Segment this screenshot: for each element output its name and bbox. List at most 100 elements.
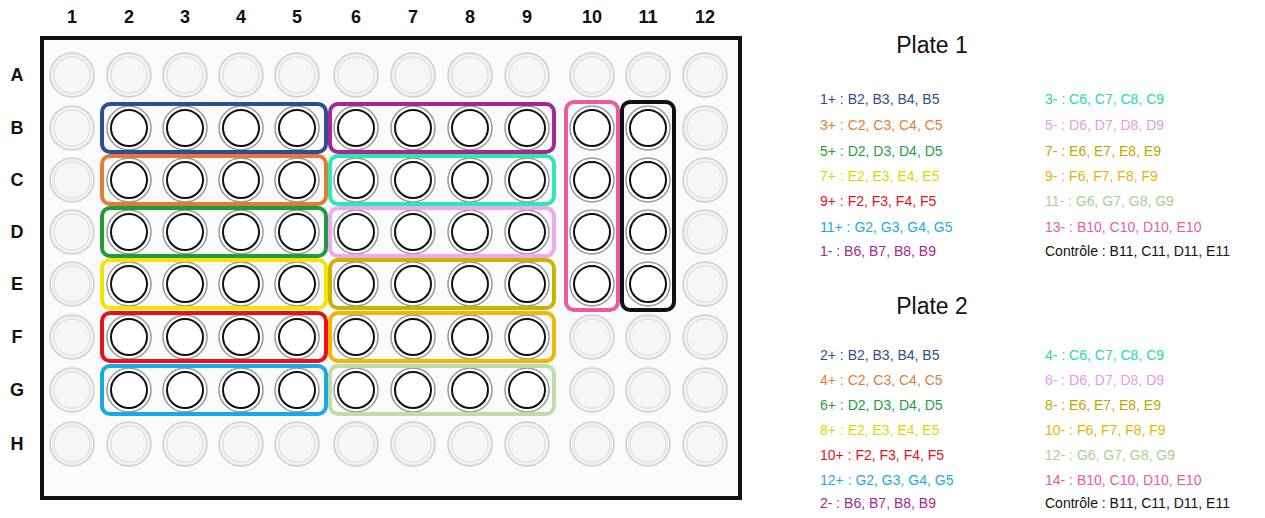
column-number: 1 xyxy=(67,8,77,26)
legend-text: 8+ : E2, E3, E4, E5 xyxy=(820,422,939,438)
legend-text: 1- : B6, B7, B8, B9 xyxy=(820,243,936,259)
legend-entry: 10+ : F2, F3, F4, F5 xyxy=(820,448,944,463)
legend-color: 4- : C6, C7, C8, C9 xyxy=(1045,347,1164,363)
row-letter: H xyxy=(11,435,24,453)
legend-color: 3+ : C2, C3, C4, C5 xyxy=(820,117,943,133)
column-number: 4 xyxy=(236,8,246,26)
legend-text: 12- : G6, G7, G8, G9 xyxy=(1045,447,1175,463)
legend-text: 10- : F6, F7, F8, F9 xyxy=(1045,422,1166,438)
legend-color: 9+ : F2, F3, F4, F5 xyxy=(820,193,936,209)
legend-color: 1+ : B2, B3, B4, B5 xyxy=(820,91,939,107)
legend-color: 10+ : F2, F3, F4, F5 xyxy=(820,447,944,463)
legend-text: 12+ : G2, G3, G4, G5 xyxy=(820,472,953,488)
legend-entry: 2- : B6, B7, B8, B9 xyxy=(820,496,936,511)
row-letter: C xyxy=(11,171,24,189)
legend-entry: 5+ : D2, D3, D4, D5 xyxy=(820,144,943,159)
legend-text: 9- : F6, F7, F8, F9 xyxy=(1045,168,1158,184)
legend-entry: Contrôle : B11, C11, D11, E11 xyxy=(1045,496,1230,511)
legend-text: 6+ : D2, D3, D4, D5 xyxy=(820,397,943,413)
legend-entry: 4+ : C2, C3, C4, C5 xyxy=(820,373,943,388)
column-number: 2 xyxy=(124,8,134,26)
column-number: 6 xyxy=(351,8,361,26)
legend-text: 8- : E6, E7, E8, E9 xyxy=(1045,397,1161,413)
legend-text: 11- : G6, G7, G8, G9 xyxy=(1045,193,1174,209)
legend-entry: 2+ : B2, B3, B4, B5 xyxy=(820,348,939,363)
legend-entry: 6+ : D2, D3, D4, D5 xyxy=(820,398,943,413)
legend-entry: 7- : E6, E7, E8, E9 xyxy=(1045,144,1161,159)
legend-color: 6+ : D2, D3, D4, D5 xyxy=(820,397,943,413)
legend-color: 5+ : D2, D3, D4, D5 xyxy=(820,143,943,159)
column-number: 9 xyxy=(522,8,532,26)
legend-color: 2- : B6, B7, B8, B9 xyxy=(820,495,936,511)
legend-entry: 12- : G6, G7, G8, G9 xyxy=(1045,448,1175,463)
legend-color: 14- : B10, C10, D10, E10 xyxy=(1045,472,1201,488)
legend-entry: 10- : F6, F7, F8, F9 xyxy=(1045,423,1166,438)
legend-text: 5+ : D2, D3, D4, D5 xyxy=(820,143,943,159)
row-letter: A xyxy=(11,66,24,84)
legend-text: 13- : B10, C10, D10, E10 xyxy=(1045,219,1201,235)
legend-color: Contrôle : B11, C11, D11, E11 xyxy=(1045,243,1230,259)
legend-entry: 1- : B6, B7, B8, B9 xyxy=(820,244,936,259)
column-number: 5 xyxy=(292,8,302,26)
legend-color: 5- : D6, D7, D8, D9 xyxy=(1045,117,1164,133)
row-letter: E xyxy=(11,275,23,293)
legend-color: 6- : D6, D7, D8, D9 xyxy=(1045,372,1164,388)
row-letter: G xyxy=(10,381,24,399)
legend-entry: 3+ : C2, C3, C4, C5 xyxy=(820,118,943,133)
legend-text: 10+ : F2, F3, F4, F5 xyxy=(820,447,944,463)
legend-color: 7- : E6, E7, E8, E9 xyxy=(1045,143,1161,159)
legend-text: 6- : D6, D7, D8, D9 xyxy=(1045,372,1164,388)
legend-text: 5- : D6, D7, D8, D9 xyxy=(1045,117,1164,133)
legend-entry: 1+ : B2, B3, B4, B5 xyxy=(820,92,939,107)
legend-color: 9- : F6, F7, F8, F9 xyxy=(1045,168,1158,184)
legend-color: 2+ : B2, B3, B4, B5 xyxy=(820,347,939,363)
legend-text: 2- : B6, B7, B8, B9 xyxy=(820,495,936,511)
legend-color: 4+ : C2, C3, C4, C5 xyxy=(820,372,943,388)
legend-entry: Contrôle : B11, C11, D11, E11 xyxy=(1045,244,1230,259)
legend-text: 2+ : B2, B3, B4, B5 xyxy=(820,347,939,363)
legend-entry: 12+ : G2, G3, G4, G5 xyxy=(820,473,953,488)
legend-text: 7+ : E2, E3, E4, E5 xyxy=(820,168,939,184)
plate-title: Plate 1 xyxy=(896,34,968,57)
legend-color: 7+ : E2, E3, E4, E5 xyxy=(820,168,939,184)
legend-color: Contrôle : B11, C11, D11, E11 xyxy=(1045,495,1230,511)
legend-color: 10- : F6, F7, F8, F9 xyxy=(1045,422,1166,438)
well-plate xyxy=(0,0,760,518)
legend-text: 4- : C6, C7, C8, C9 xyxy=(1045,347,1164,363)
legend-text: 3+ : C2, C3, C4, C5 xyxy=(820,117,943,133)
legend-color: 3- : C6, C7, C8, C9 xyxy=(1045,91,1164,107)
legend-entry: 11+ : G2, G3, G4, G5 xyxy=(820,220,952,235)
legend-entry: 5- : D6, D7, D8, D9 xyxy=(1045,118,1164,133)
legend-entry: 3- : C6, C7, C8, C9 xyxy=(1045,92,1164,107)
legend-color: 8- : E6, E7, E8, E9 xyxy=(1045,397,1161,413)
legend-color: 11+ : G2, G3, G4, G5 xyxy=(820,219,952,235)
legend-entry: 14- : B10, C10, D10, E10 xyxy=(1045,473,1201,488)
legend-entry: 9- : F6, F7, F8, F9 xyxy=(1045,169,1158,184)
legend-entry: 6- : D6, D7, D8, D9 xyxy=(1045,373,1164,388)
legend-color: 11- : G6, G7, G8, G9 xyxy=(1045,193,1174,209)
column-number: 8 xyxy=(465,8,475,26)
legend-text: Contrôle : B11, C11, D11, E11 xyxy=(1045,243,1230,259)
legend-text: 11+ : G2, G3, G4, G5 xyxy=(820,219,952,235)
legend-entry: 8+ : E2, E3, E4, E5 xyxy=(820,423,939,438)
legend-color: 12+ : G2, G3, G4, G5 xyxy=(820,472,953,488)
legend-entry: 9+ : F2, F3, F4, F5 xyxy=(820,194,936,209)
column-number: 10 xyxy=(582,8,602,26)
row-letter: D xyxy=(11,223,24,241)
plate-title: Plate 2 xyxy=(896,295,968,318)
legend-text: 9+ : F2, F3, F4, F5 xyxy=(820,193,936,209)
legend-text: 4+ : C2, C3, C4, C5 xyxy=(820,372,943,388)
column-number: 11 xyxy=(638,8,657,26)
legend-entry: 8- : E6, E7, E8, E9 xyxy=(1045,398,1161,413)
legend-entry: 13- : B10, C10, D10, E10 xyxy=(1045,220,1201,235)
column-number: 12 xyxy=(695,8,715,26)
column-number: 7 xyxy=(408,8,418,26)
legend-text: 1+ : B2, B3, B4, B5 xyxy=(820,91,939,107)
legend-color: 8+ : E2, E3, E4, E5 xyxy=(820,422,939,438)
legend-text: 3- : C6, C7, C8, C9 xyxy=(1045,91,1164,107)
legend-entry: 11- : G6, G7, G8, G9 xyxy=(1045,194,1174,209)
legend-entry: 4- : C6, C7, C8, C9 xyxy=(1045,348,1164,363)
legend-entry: 7+ : E2, E3, E4, E5 xyxy=(820,169,939,184)
row-letter: B xyxy=(11,119,24,137)
legend-color: 13- : B10, C10, D10, E10 xyxy=(1045,219,1201,235)
